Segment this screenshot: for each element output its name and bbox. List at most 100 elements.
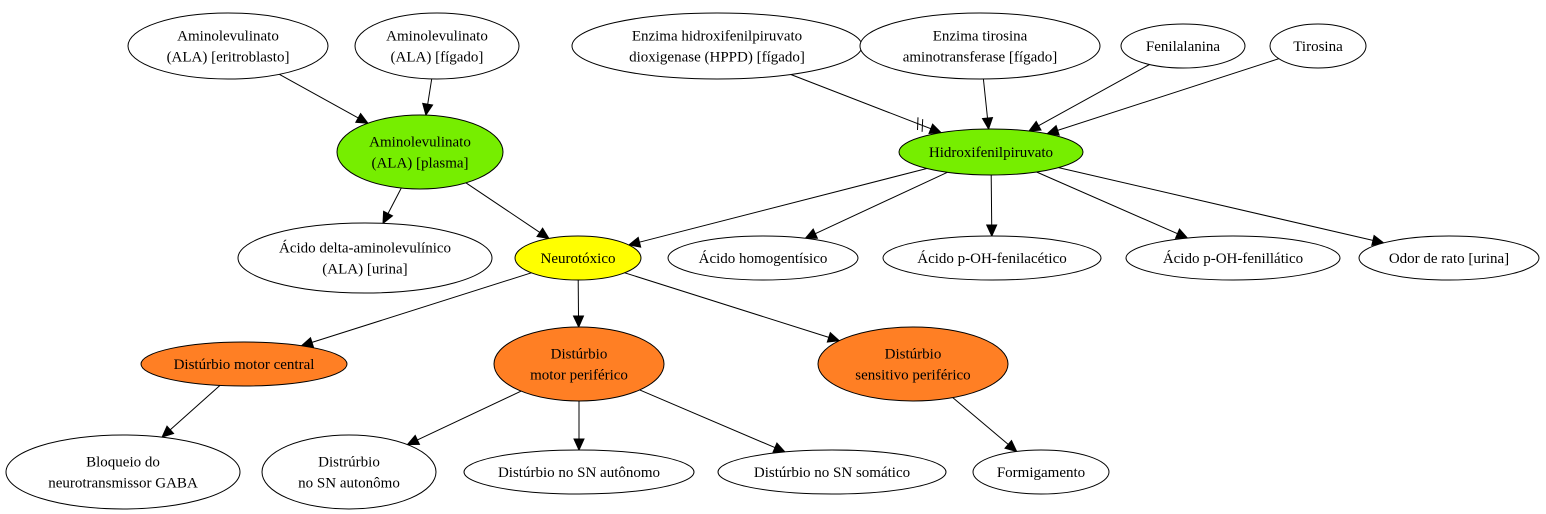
edge-neurotoxico-to-sensitivo_periferico xyxy=(624,272,841,343)
arrowhead xyxy=(1004,439,1018,453)
node-label-line: Enzima hidroxifenilpiruvato xyxy=(632,29,802,45)
node-label-line: sensitivo periférico xyxy=(855,368,970,384)
edge-line xyxy=(952,397,1009,445)
edge-hppd_figado-to-hidroxifenilpiruvato xyxy=(790,73,943,134)
node-ellipse xyxy=(972,449,1110,495)
node-label-line: motor periférico xyxy=(530,368,628,384)
edge-neurotoxico-to-motor_periferico xyxy=(572,279,585,329)
edge-line xyxy=(465,182,541,233)
edge-line xyxy=(1036,171,1178,235)
edge-line xyxy=(815,171,948,235)
edge-hidroxifenilpiruvato-to-oh_fenillatico xyxy=(1036,171,1189,239)
edge-ala_plasma-to-neurotoxico xyxy=(465,182,550,240)
node-hppd-figado: Enzima hidroxifenilpiruvato dioxigenase (… xyxy=(571,12,863,80)
node-label-line: no SN autonômo xyxy=(298,476,400,492)
node-ala-figado: Aminolevulinato (ALA) [fígado] xyxy=(354,12,520,80)
node-neurotoxico: Neurotóxico xyxy=(514,235,642,281)
node-label-line: Ácido p-OH-fenilacético xyxy=(917,250,1067,267)
node-label-line: Neurotóxico xyxy=(541,251,616,267)
node-hidroxifenilpiruvato: Hidroxifenilpiruvato xyxy=(898,128,1084,176)
node-ellipse xyxy=(859,12,1101,80)
node-label-line: Distúrbio xyxy=(551,347,608,363)
arrowhead xyxy=(1046,124,1060,136)
edge-tat_figado-to-hidroxifenilpiruvato xyxy=(981,78,994,131)
arrowhead xyxy=(1174,228,1189,239)
node-ellipse xyxy=(1120,23,1246,69)
node-label-line: Bloqueio do xyxy=(86,455,160,471)
node-label-line: Ácido p-OH-fenillático xyxy=(1163,250,1303,267)
node-ellipse xyxy=(571,12,863,80)
node-sn-somatico: Distúrbio no SN somático xyxy=(717,449,947,495)
edge-fenilalanina-to-hidroxifenilpiruvato xyxy=(1027,64,1150,132)
node-ala-plasma: Aminolevulinato(ALA) [plasma] xyxy=(336,114,504,190)
node-motor-periferico: Distúrbio motor periférico xyxy=(493,326,665,402)
node-label-line: (ALA) [fígado] xyxy=(391,50,484,66)
inhibition-mark xyxy=(921,119,924,132)
node-ellipse xyxy=(493,326,665,402)
node-formigamento: Formigamento xyxy=(972,449,1110,495)
edge-line xyxy=(790,73,931,130)
node-label-line: Ácido homogentísico xyxy=(699,250,828,267)
edge-line xyxy=(387,187,402,214)
node-ala-eritroblasto: Aminolevulinato(ALA) [eritroblasto] xyxy=(127,12,329,80)
node-label-line: dioxigenase (HPPD) [fígado] xyxy=(629,50,805,66)
node-label-line: (ALA) [plasma] xyxy=(371,156,468,172)
edge-ala_figado-to-ala_plasma xyxy=(422,78,434,117)
edge-motor_periferico-to-sn_autonomo_a xyxy=(406,390,522,446)
node-label-line: Formigamento xyxy=(997,465,1085,481)
node-ellipse xyxy=(1269,23,1367,69)
arrowhead xyxy=(627,236,642,248)
node-ellipse xyxy=(817,326,1009,402)
node-label-line: aminotransferase [fígado] xyxy=(903,50,1058,66)
arrowhead xyxy=(161,425,175,438)
edge-line xyxy=(624,272,829,338)
node-ellipse xyxy=(463,449,695,495)
node-ellipse xyxy=(717,449,947,495)
node-label-line: Distúrbio no SN autônomo xyxy=(498,465,660,481)
node-label-line: Fenilalanina xyxy=(1146,39,1220,55)
node-ellipse xyxy=(127,12,329,80)
node-motor-central: Distúrbio motor central xyxy=(140,341,348,387)
node-label-line: Distrúrbio xyxy=(318,455,380,471)
edge-line xyxy=(639,168,927,243)
edge-line xyxy=(311,272,532,343)
node-fenilalanina: Fenilalanina xyxy=(1120,23,1246,69)
node-ellipse xyxy=(514,235,642,281)
node-label-line: Ácido delta-aminolevulínico xyxy=(279,240,451,257)
node-ellipse xyxy=(5,434,241,510)
arrowhead xyxy=(804,228,819,239)
node-label-line: Distúrbio motor central xyxy=(174,357,315,373)
edge-line xyxy=(982,78,988,119)
edge-hidroxifenilpiruvato-to-neurotoxico xyxy=(627,168,927,248)
node-ala-urina: Ácido delta-aminolevulínico(ALA) [urina] xyxy=(237,222,493,294)
arrowhead xyxy=(406,434,421,446)
arrowhead xyxy=(422,102,434,117)
arrowhead xyxy=(985,224,998,238)
node-homogentisico: Ácido homogentísico xyxy=(667,235,859,281)
edge-tirosina-to-hidroxifenilpiruvato xyxy=(1046,58,1279,136)
edge-hidroxifenilpiruvato-to-odor_rato xyxy=(1058,167,1385,246)
node-ellipse xyxy=(140,341,348,387)
edge-motor_periferico-to-sn_autonomo_b xyxy=(573,401,585,452)
edge-hidroxifenilpiruvato-to-oh_fenilacetico xyxy=(985,174,998,238)
arrowhead xyxy=(382,210,394,225)
node-ellipse xyxy=(1125,235,1341,281)
arrowhead xyxy=(772,442,787,453)
node-label-line: neurotransmissor GABA xyxy=(48,476,198,492)
arrowhead xyxy=(826,331,841,343)
edge-line xyxy=(427,78,433,105)
edge-line xyxy=(279,73,359,119)
edge-line xyxy=(1038,64,1150,127)
edge-line xyxy=(1057,58,1279,131)
node-label-line: Distúrbio no SN somático xyxy=(754,465,910,481)
node-label-line: Aminolevulinato xyxy=(386,29,488,45)
edge-ala_eritroblasto-to-ala_plasma xyxy=(279,73,369,124)
node-ellipse xyxy=(237,222,493,294)
node-sn-autonomo-a: Distrúrbio no SN autonômo xyxy=(261,434,437,510)
arrowhead xyxy=(1027,120,1042,132)
node-oh-fenillatico: Ácido p-OH-fenillático xyxy=(1125,235,1341,281)
node-label-line: Odor de rato [urina] xyxy=(1389,251,1509,267)
node-label-line: Distúrbio xyxy=(885,347,942,363)
